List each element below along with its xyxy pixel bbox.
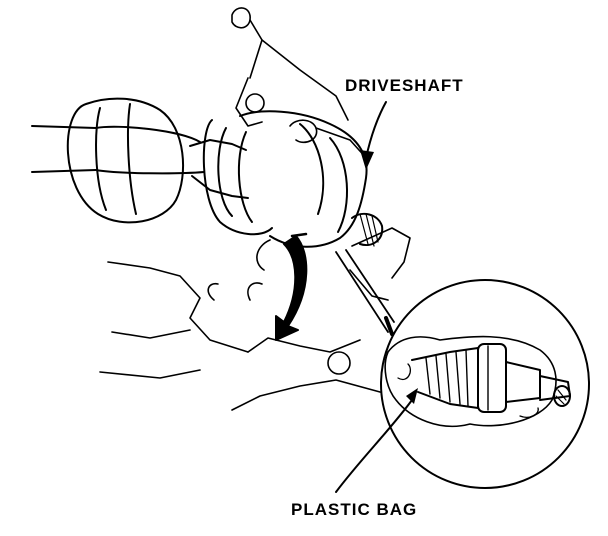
plastic-bag-leader — [336, 388, 418, 492]
detail-leader-lines — [336, 250, 394, 334]
driveshaft — [32, 99, 382, 247]
rotation-arrow — [276, 234, 306, 340]
driveshaft-leader — [360, 102, 386, 170]
detail-circle — [381, 280, 589, 488]
plastic-bag-label: PLASTIC BAG — [291, 500, 418, 519]
driveshaft-label: DRIVESHAFT — [345, 76, 464, 95]
subframe-outline — [100, 8, 410, 410]
